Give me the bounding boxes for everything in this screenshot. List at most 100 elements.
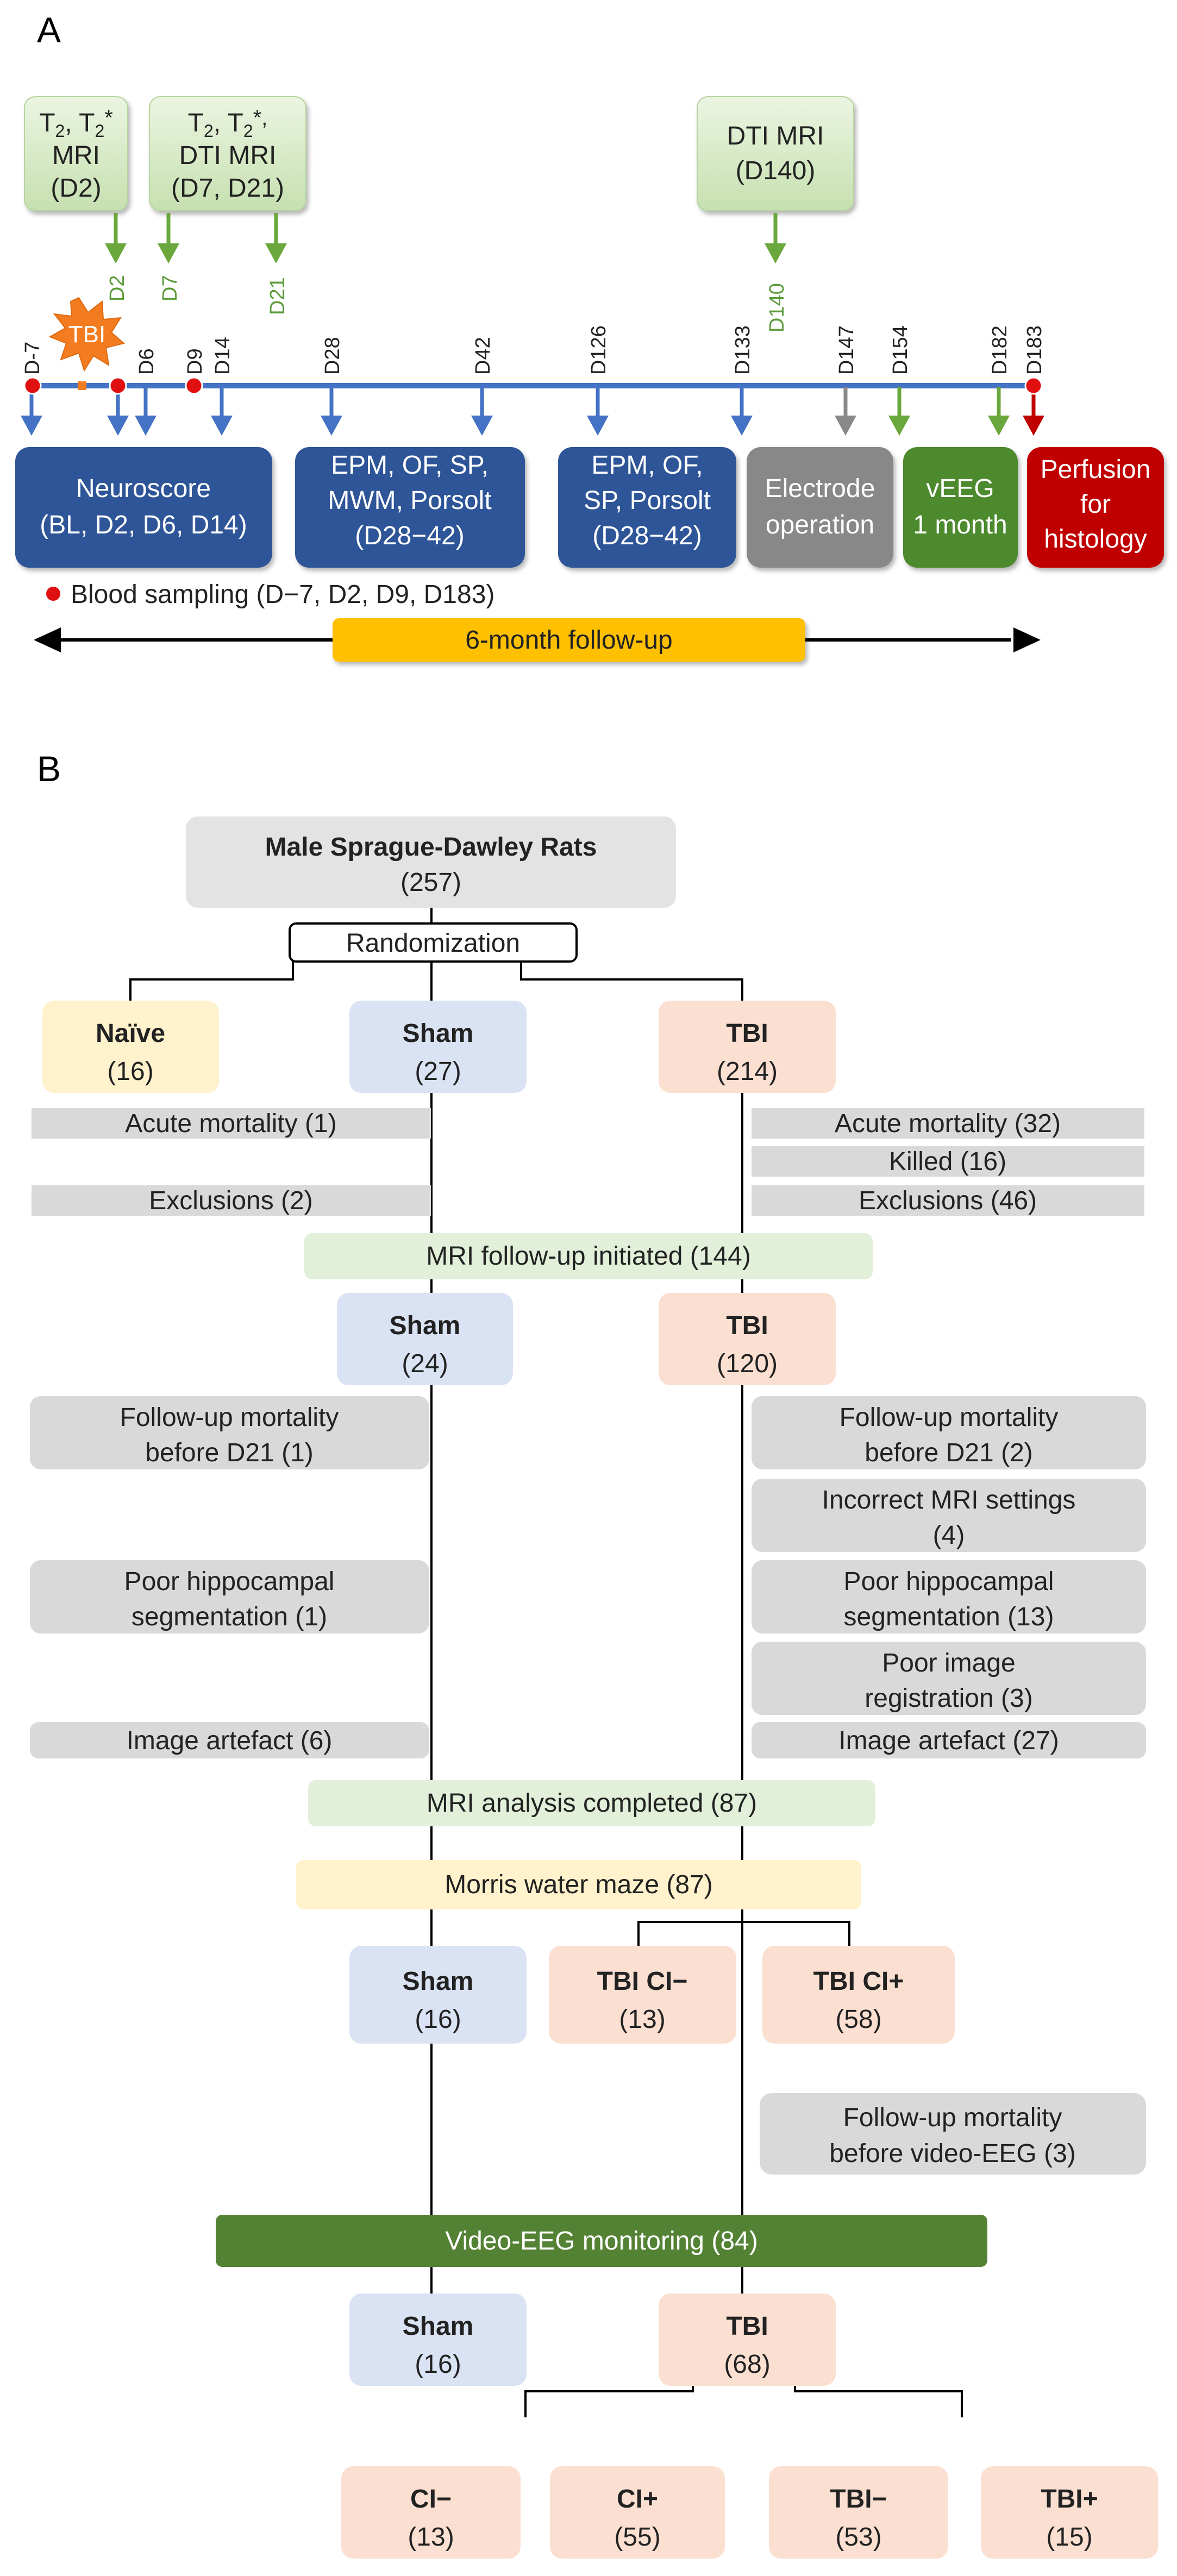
ci-minus-label: CI−: [410, 2485, 452, 2514]
root-count: (257): [400, 868, 461, 897]
timeline-day-label: D6: [135, 348, 158, 375]
tbi-burst-icon: TBI: [48, 297, 126, 372]
tbi-followup-mortality-line2: before D21 (2): [865, 1438, 1033, 1467]
mri-box-d2-line2: MRI: [52, 141, 100, 170]
tbi-group-4: TBI (68): [659, 2294, 836, 2386]
tbi-plus-label: TBI+: [1041, 2485, 1098, 2514]
tbi-group-2: TBI (120): [659, 1293, 836, 1385]
mri-box-d2: T2, T2* MRI (D2): [24, 96, 128, 211]
sham-acute-mortality: Acute mortality (1): [125, 1109, 336, 1138]
tbi-2-count: (120): [717, 1349, 778, 1378]
morris-box: Morris water maze (87): [296, 1860, 861, 1909]
sham-exclusions: Exclusions (2): [149, 1186, 312, 1215]
blood-sampling-legend: Blood sampling (D−7, D2, D9, D183): [71, 580, 494, 609]
timeline-arrow: [321, 387, 342, 436]
mri-box-d2-line1: T2, T2*: [39, 106, 113, 141]
timeline-arrow: [211, 387, 233, 436]
timeline-day-label: D182: [988, 325, 1011, 375]
followup-arrow: 6-month follow-up: [34, 618, 1041, 662]
tbi-poor-seg-line1: Poor hippocampal: [844, 1567, 1054, 1596]
timeline-day-label: D42: [472, 337, 494, 375]
morris-label: Morris water maze (87): [444, 1870, 712, 1899]
tbi-poor-reg-line1: Poor image: [882, 1649, 1015, 1677]
sham-3-count: (16): [415, 2005, 461, 2034]
tbi-ci-plus-count: (58): [835, 2005, 881, 2034]
mri-initiated-box: MRI follow-up initiated (144): [304, 1233, 873, 1279]
timeline-day-label: D183: [1023, 325, 1046, 375]
sham-group-1: Sham (27): [349, 1001, 527, 1093]
timeline-arrows: [21, 387, 1044, 436]
tbi-1-count: (214): [717, 1057, 778, 1086]
behaviour-box-1: EPM, OF, SP, MWM, Porsolt (D28−42): [295, 447, 525, 568]
tbi-marker: [78, 381, 86, 390]
video-eeg-label: Video-EEG monitoring (84): [445, 2227, 757, 2255]
video-eeg-box: Video-EEG monitoring (84): [216, 2215, 987, 2267]
tbi-ci-plus-group: TBI CI+ (58): [762, 1946, 955, 2044]
veeg-box: vEEG 1 month: [903, 447, 1018, 568]
behaviour-1-line1: EPM, OF, SP,: [331, 451, 489, 480]
electrode-line2: operation: [766, 511, 874, 539]
timeline-day-label: D14: [211, 337, 234, 375]
green-day-d7: D7: [159, 275, 181, 301]
green-day-d2: D2: [106, 275, 129, 301]
sham-image-artefact: Image artefact (6): [127, 1726, 333, 1755]
timeline-day-label: D147: [835, 325, 858, 375]
timeline-arrow: [988, 387, 1010, 436]
tbi-incorrect-mri-line1: Incorrect MRI settings: [822, 1486, 1076, 1515]
tbi-poor-reg-line2: registration (3): [865, 1684, 1032, 1713]
mri-box-d140-line2: (D140): [736, 156, 816, 185]
neuroscore-box: Neuroscore (BL, D2, D6, D14): [15, 447, 272, 568]
timeline-arrow: [135, 387, 156, 436]
mri-box-d2-line3: (D2): [51, 174, 101, 203]
randomization-label: Randomization: [346, 929, 520, 958]
timeline-arrow: [587, 387, 609, 436]
timeline-day-label: D9: [184, 348, 206, 375]
tbi-group-1: TBI (214): [659, 1001, 836, 1093]
sham-1-count: (27): [415, 1057, 461, 1086]
timeline-arrow: [471, 387, 493, 436]
sham-followup-mortality-line1: Follow-up mortality: [120, 1403, 339, 1432]
tbi-plus-group: TBI+ (15): [981, 2466, 1158, 2559]
tbi-minus-count: (53): [835, 2523, 881, 2552]
panel-a-label: A: [37, 10, 61, 50]
followup-label: 6-month follow-up: [465, 626, 673, 655]
perfusion-line2: for: [1080, 490, 1111, 519]
exclusion-boxes-1: [32, 1108, 1144, 1216]
sham-group-2: Sham (24): [337, 1293, 513, 1385]
sham-4-count: (16): [415, 2350, 461, 2379]
mri-completed-label: MRI analysis completed (87): [427, 1789, 757, 1818]
tbi-followup-mortality-eeg-line2: before video-EEG (3): [829, 2139, 1076, 2168]
timeline-day-label: D154: [889, 325, 912, 375]
electrode-line1: Electrode: [765, 474, 875, 503]
mri-completed-box: MRI analysis completed (87): [308, 1780, 875, 1826]
tbi-minus-label: TBI−: [830, 2485, 887, 2514]
mri-box-d7-d21-line2: DTI MRI: [179, 141, 277, 170]
timeline-day-label: D28: [321, 337, 344, 375]
sham-poor-seg-line2: segmentation (1): [132, 1603, 327, 1631]
tbi-followup-mortality-eeg-line1: Follow-up mortality: [843, 2103, 1062, 2132]
ci-plus-count: (55): [614, 2523, 660, 2552]
perfusion-box: Perfusion for histology: [1027, 447, 1164, 568]
tbi-poor-seg-line2: segmentation (13): [844, 1603, 1054, 1631]
tbi-acute-mortality: Acute mortality (32): [835, 1109, 1061, 1138]
tbi-ci-minus-label: TBI CI−: [597, 1967, 688, 1996]
sham-3-label: Sham: [403, 1967, 474, 1996]
timeline-arrow: [731, 387, 753, 436]
green-day-d140: D140: [766, 283, 788, 332]
tbi-followup-mortality-eeg-box: Follow-up mortality before video-EEG (3): [760, 2093, 1146, 2175]
mri-box-d7-d21: T2, T2*, DTI MRI (D7, D21): [149, 96, 306, 211]
tbi-ci-minus-count: (13): [619, 2005, 665, 2034]
behaviour-1-line3: (D28−42): [355, 522, 464, 550]
sham-group-3: Sham (16): [349, 1946, 527, 2044]
timeline-day-label: D133: [731, 325, 754, 375]
ci-minus-group: CI− (13): [341, 2466, 521, 2559]
sham-2-count: (24): [402, 1349, 448, 1378]
green-day-d21: D21: [266, 277, 289, 315]
mri-box-d140-line1: DTI MRI: [727, 122, 824, 150]
panel-b-label: B: [37, 749, 61, 789]
mri-arrows: [105, 213, 786, 263]
tbi-exclusions: Exclusions (46): [859, 1186, 1037, 1215]
behaviour-1-line2: MWM, Porsolt: [328, 486, 491, 515]
